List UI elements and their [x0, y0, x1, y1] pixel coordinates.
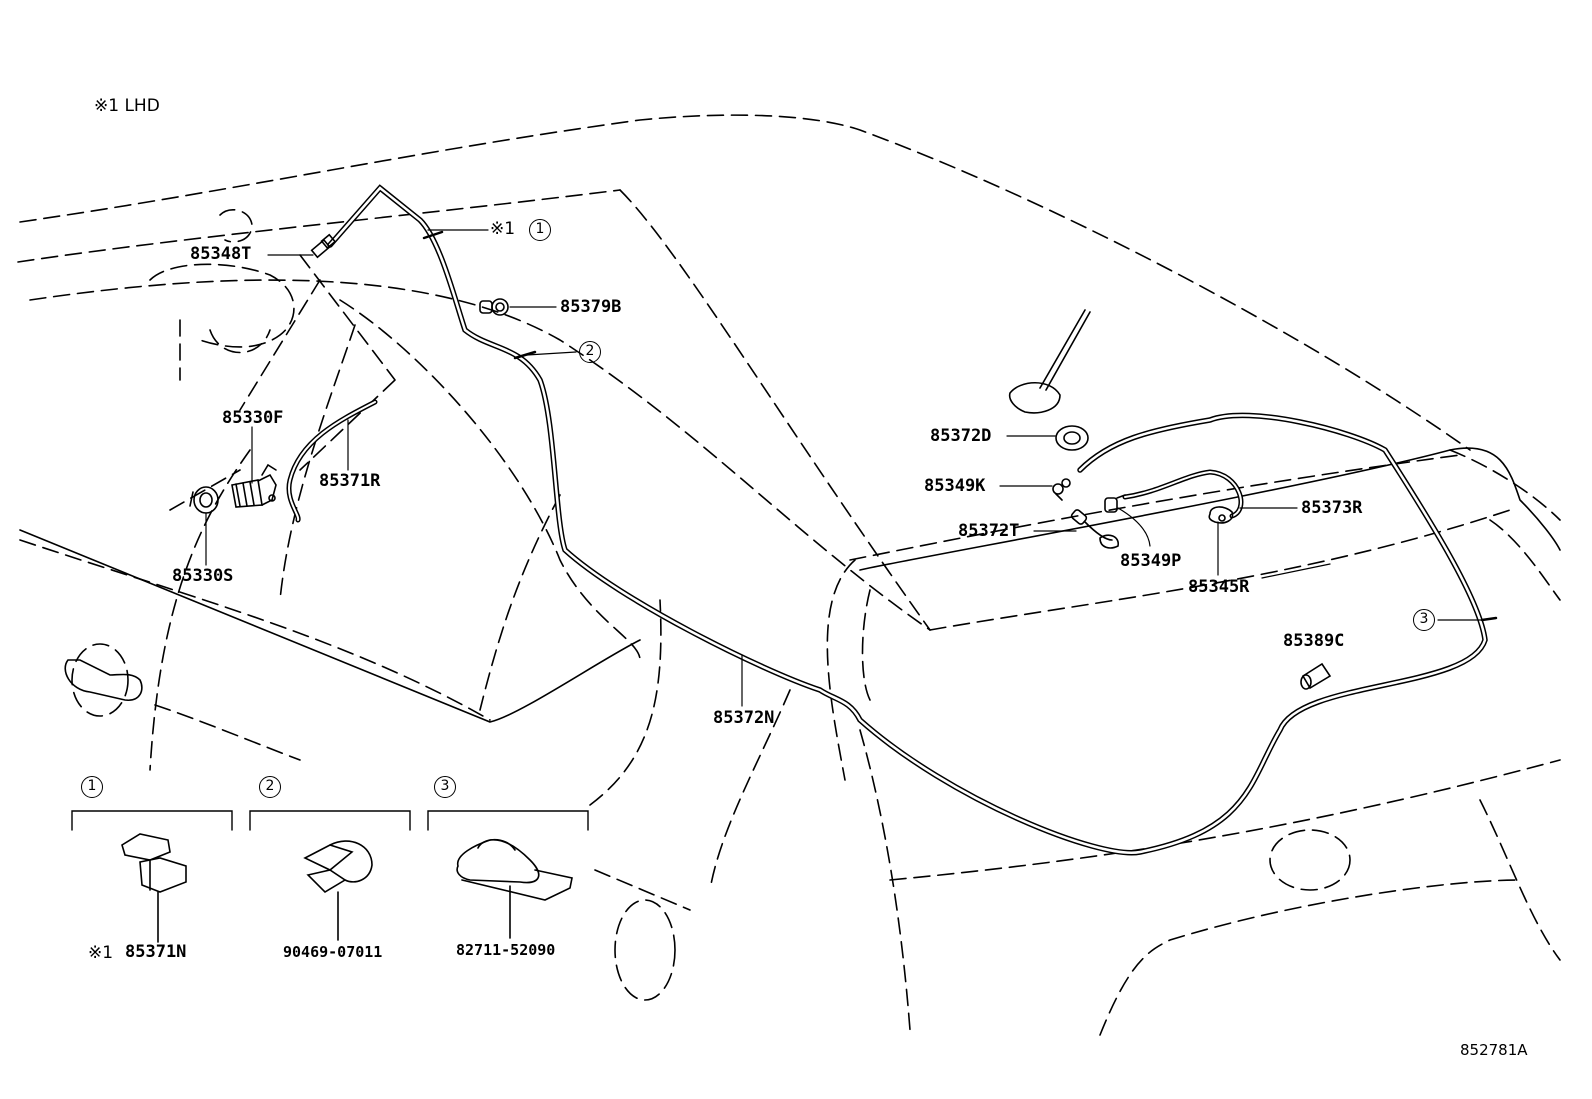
hose-85373R	[1122, 469, 1244, 519]
leader-lines	[205, 229, 1483, 707]
part-label-82711-52090[interactable]: 82711-52090	[456, 941, 556, 959]
part-label-85372D[interactable]: 85372D	[930, 426, 992, 446]
part-label-85372N[interactable]: 85372N	[713, 708, 775, 728]
nozzle-85345R	[1208, 506, 1234, 524]
grommet-85372D	[1055, 425, 1089, 451]
antenna-base	[1008, 309, 1091, 414]
detail-box-1-number: 1	[81, 776, 103, 798]
part-label-85330S[interactable]: 85330S	[172, 566, 234, 586]
washer-hose	[327, 184, 1488, 856]
part-label-85371R[interactable]: 85371R	[319, 471, 381, 491]
nozzle-85372T	[1070, 509, 1119, 549]
detail-box-2-number: 2	[259, 776, 281, 798]
clip-85379B	[479, 298, 509, 316]
part-label-85389C[interactable]: 85389C	[1283, 631, 1345, 651]
part-label-85348T[interactable]: 85348T	[190, 244, 252, 264]
part-label-85349P[interactable]: 85349P	[1120, 551, 1182, 571]
part-label-85345R[interactable]: 85345R	[1188, 577, 1250, 597]
part-label-85371N[interactable]: 85371N	[125, 942, 187, 962]
pump-85330F	[231, 463, 277, 508]
part-label-90469-07011[interactable]: 90469-07011	[283, 943, 383, 961]
detail-box-frames	[71, 810, 589, 831]
callout-2: 2	[579, 341, 601, 363]
callout-1: 1	[529, 219, 551, 241]
trunk-lid-edge	[859, 447, 1561, 571]
part-label-85379B[interactable]: 85379B	[560, 297, 622, 317]
joint-85349K	[1052, 478, 1071, 501]
part-label-85373R[interactable]: 85373R	[1301, 498, 1363, 518]
detail-box-3-number: 3	[434, 776, 456, 798]
part-label-85372T[interactable]: 85372T	[958, 521, 1020, 541]
detail-box-1-prefix: ※1	[88, 943, 114, 963]
detail-clip-85371N	[121, 833, 187, 943]
callout-1-prefix: ※1	[490, 219, 516, 239]
lhd-note: ※1 LHD	[94, 96, 160, 116]
part-label-85330F[interactable]: 85330F	[222, 408, 284, 428]
joint-85348T	[310, 233, 337, 259]
part-85389C	[1300, 662, 1332, 690]
detail-clip-82711-52090	[456, 838, 573, 939]
door-handle	[64, 659, 143, 701]
hose-85371R	[286, 399, 378, 523]
body-outline	[17, 114, 1561, 1036]
callout-3: 3	[1413, 609, 1435, 631]
joint-85349P	[1104, 494, 1126, 513]
illustration-code: 852781A	[1460, 1041, 1528, 1059]
door-lower-edge	[19, 529, 641, 723]
part-label-85349K[interactable]: 85349K	[924, 476, 986, 496]
detail-clamp-90469-07011	[303, 840, 373, 941]
